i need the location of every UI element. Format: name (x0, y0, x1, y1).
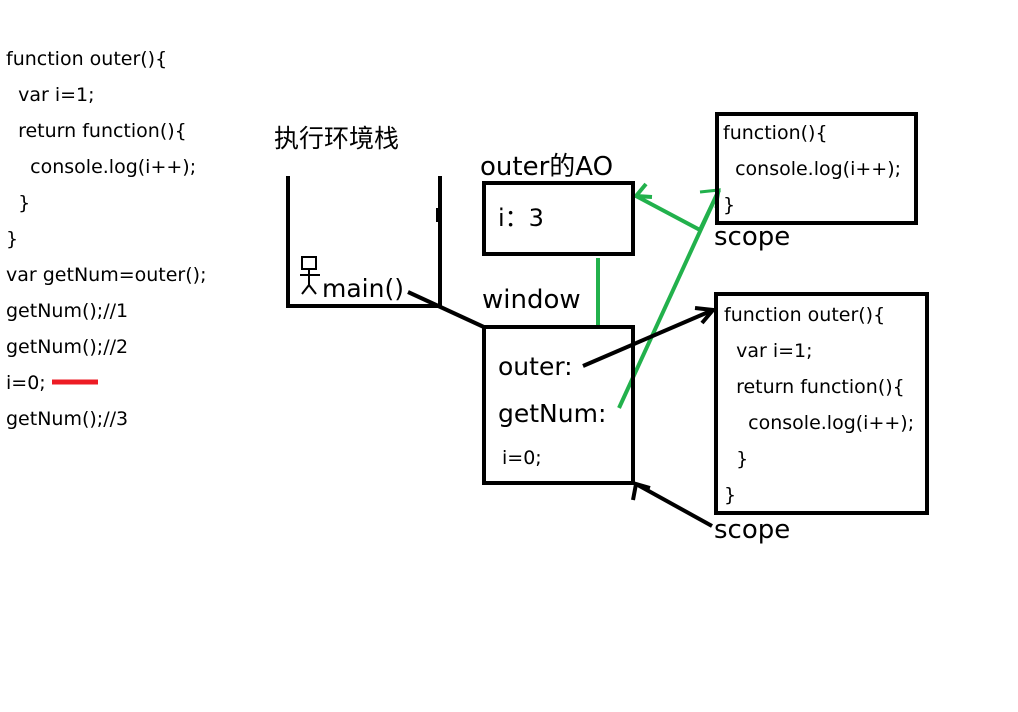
main-to-window-line (407, 290, 487, 330)
getnum-to-inner-function-line (617, 189, 721, 409)
outer-ao-content: i：3 (498, 204, 544, 232)
inner-function-line: console.log(i++); (723, 158, 902, 180)
code-line: } (6, 192, 31, 214)
code-line: function outer(){ (6, 48, 168, 70)
outer-scope-arrowhead (631, 481, 651, 501)
person-icon (300, 256, 320, 295)
outer-function-line: console.log(i++); (724, 412, 915, 434)
outer-function-line: } (724, 448, 749, 470)
window-item-outer: outer: (498, 352, 573, 381)
inner-scope-label: scope (714, 222, 791, 252)
window-box: outer: getNum: i=0; (482, 325, 635, 485)
outer-arrowhead (694, 306, 717, 325)
window-title: window (482, 285, 581, 315)
outer-scope-line (635, 482, 713, 528)
outer-function-line: return function(){ (724, 376, 905, 398)
code-line: var i=1; (6, 84, 95, 106)
inner-scope-arrowhead (631, 182, 653, 199)
code-line: getNum();//3 (6, 408, 129, 430)
code-line: var getNum=outer(); (6, 264, 207, 286)
execution-stack-outline (286, 176, 442, 308)
code-line: console.log(i++); (6, 156, 197, 178)
code-line: getNum();//1 (6, 300, 129, 322)
inner-function-box: function(){ console.log(i++); } (715, 112, 918, 225)
inner-function-line: } (723, 194, 736, 216)
outer-ao-box: i：3 (482, 181, 635, 256)
execution-stack-title: 执行环境栈 (274, 124, 400, 153)
window-item-getnum: getNum: (498, 399, 607, 428)
code-line: getNum();//2 (6, 336, 129, 358)
outer-function-line: } (724, 484, 737, 506)
inner-function-line: function(){ (723, 122, 828, 144)
code-line: return function(){ (6, 120, 187, 142)
outer-scope-label: scope (714, 515, 791, 545)
outer-ao-title: outer的AO (480, 152, 614, 182)
window-item-i: i=0; (502, 447, 542, 469)
outer-function-box: function outer(){ var i=1; return functi… (714, 292, 929, 515)
outer-function-line: var i=1; (724, 340, 813, 362)
code-line: i=0; (6, 372, 46, 394)
stack-entry-main: main() (322, 274, 404, 303)
code-line: } (6, 228, 19, 250)
outer-function-line: function outer(){ (724, 304, 886, 326)
outer-to-function-line (582, 308, 714, 368)
